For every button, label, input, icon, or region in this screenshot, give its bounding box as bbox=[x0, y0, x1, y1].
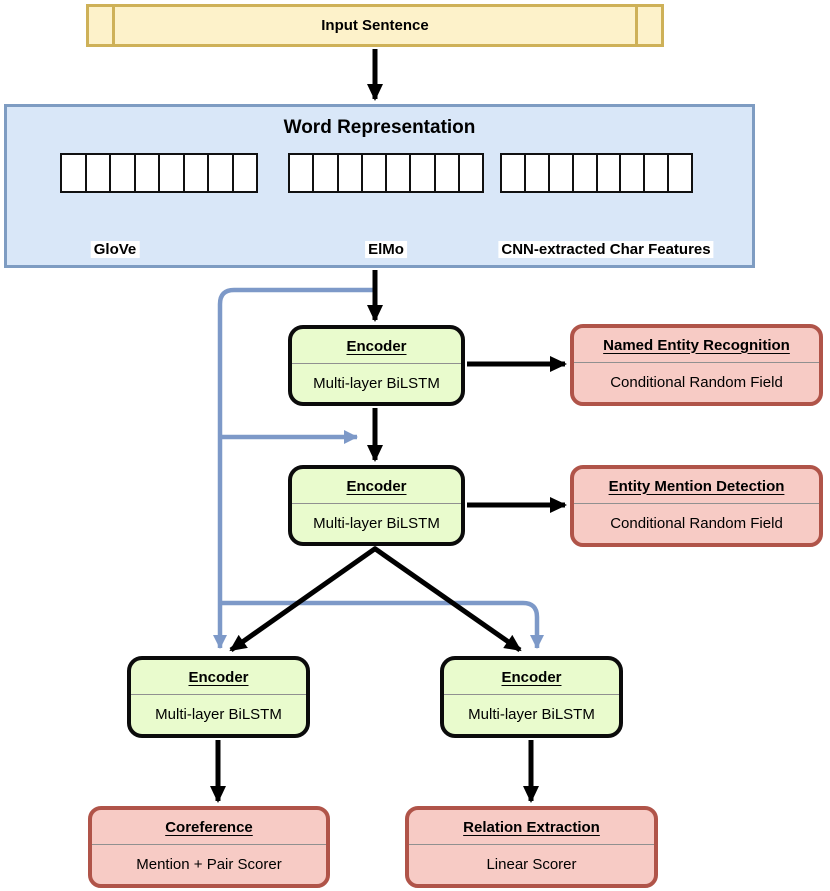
glove-label: GloVe bbox=[90, 241, 140, 258]
encoder4-title: Encoder bbox=[444, 660, 619, 695]
embedding-cell bbox=[547, 153, 574, 193]
encoder2-subtitle: Multi-layer BiLSTM bbox=[313, 514, 440, 532]
encoder2-title: Encoder bbox=[292, 469, 461, 504]
relation-extraction-subtitle: Linear Scorer bbox=[486, 856, 577, 873]
embedding-cell bbox=[500, 153, 526, 193]
embedding-cell bbox=[207, 153, 234, 193]
encoder2-box: Encoder Multi-layer BiLSTM bbox=[288, 465, 465, 546]
encoder4-subtitle: Multi-layer BiLSTM bbox=[468, 706, 595, 723]
embedding-cell bbox=[109, 153, 136, 193]
embedding-cell bbox=[571, 153, 598, 193]
arrow-encoder2-to-right-encoder bbox=[372, 545, 522, 653]
predefined-process-bar-right bbox=[635, 7, 638, 44]
embedding-cell bbox=[595, 153, 622, 193]
input-sentence-box: Input Sentence bbox=[86, 4, 664, 47]
elmo-label: ElMo bbox=[365, 241, 407, 258]
embedding-cell bbox=[667, 153, 693, 193]
emd-box: Entity Mention Detection Conditional Ran… bbox=[570, 465, 823, 547]
emd-subtitle: Conditional Random Field bbox=[610, 515, 783, 532]
skip-arrow-to-right-encoder bbox=[220, 600, 544, 649]
embedding-cell bbox=[60, 153, 87, 193]
embedding-cell bbox=[133, 153, 160, 193]
embedding-cell bbox=[457, 153, 484, 193]
cell-row-2 bbox=[288, 153, 484, 193]
embedding-cell bbox=[231, 153, 258, 193]
word-representation-title: Word Representation bbox=[283, 117, 476, 138]
coreference-title: Coreference bbox=[92, 810, 326, 845]
embedding-cell bbox=[523, 153, 550, 193]
coreference-box: Coreference Mention + Pair Scorer bbox=[88, 806, 330, 888]
embedding-cell bbox=[158, 153, 185, 193]
char-features-label: CNN-extracted Char Features bbox=[498, 241, 714, 258]
embedding-cell bbox=[288, 153, 315, 193]
embedding-cell bbox=[619, 153, 646, 193]
encoder1-subtitle: Multi-layer BiLSTM bbox=[313, 374, 440, 392]
cell-row-3 bbox=[500, 153, 693, 193]
ner-subtitle: Conditional Random Field bbox=[610, 374, 783, 391]
embedding-cell bbox=[182, 153, 209, 193]
coreference-subtitle: Mention + Pair Scorer bbox=[136, 856, 282, 873]
encoder1-title: Encoder bbox=[292, 329, 461, 364]
embedding-cell bbox=[409, 153, 436, 193]
relation-extraction-box: Relation Extraction Linear Scorer bbox=[405, 806, 658, 888]
embedding-cell bbox=[433, 153, 460, 193]
embedding-cell bbox=[336, 153, 363, 193]
embedding-cell bbox=[385, 153, 412, 193]
emd-title: Entity Mention Detection bbox=[574, 469, 819, 504]
embedding-cell bbox=[360, 153, 387, 193]
encoder4-box: Encoder Multi-layer BiLSTM bbox=[440, 656, 623, 738]
input-sentence-label: Input Sentence bbox=[321, 17, 429, 34]
relation-extraction-title: Relation Extraction bbox=[409, 810, 654, 845]
embedding-cell bbox=[312, 153, 339, 193]
word-representation-box: Word Representation GloVe ElMo CNN-extra… bbox=[4, 104, 755, 268]
cell-row-1 bbox=[60, 153, 258, 193]
ner-title: Named Entity Recognition bbox=[574, 328, 819, 363]
embedding-cell bbox=[84, 153, 111, 193]
predefined-process-bar-left bbox=[112, 7, 115, 44]
encoder3-title: Encoder bbox=[131, 660, 306, 695]
arrow-encoder2-to-left-encoder bbox=[229, 545, 378, 653]
ner-box: Named Entity Recognition Conditional Ran… bbox=[570, 324, 823, 406]
encoder3-box: Encoder Multi-layer BiLSTM bbox=[127, 656, 310, 738]
encoder1-box: Encoder Multi-layer BiLSTM bbox=[288, 325, 465, 406]
embedding-cell bbox=[643, 153, 670, 193]
encoder3-subtitle: Multi-layer BiLSTM bbox=[155, 706, 282, 723]
